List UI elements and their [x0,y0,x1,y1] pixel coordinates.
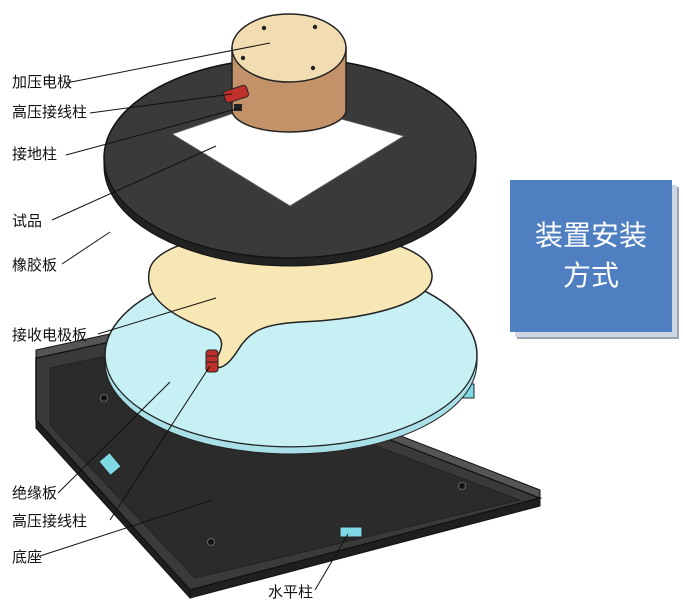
title-box: 装置安装方式 [510,180,672,332]
label-rubber-plate: 橡胶板 [12,256,58,274]
label-base: 底座 [12,548,43,566]
label-ground-post: 接地柱 [12,145,58,163]
hv-terminal-top [223,84,249,111]
label-hv-post-top: 高压接线柱 [12,103,88,121]
label-pressure-electrode: 加压电极 [12,73,73,91]
label-receiving-electrode: 接收电极板 [12,326,88,344]
title-text: 装置安装方式 [534,219,647,292]
label-insulating-plate: 绝缘板 [12,484,58,502]
label-hv-post-bottom: 高压接线柱 [12,512,88,530]
hv-terminal-bottom [205,349,219,373]
leader-lines [39,42,349,591]
pressure-electrode [223,13,347,133]
label-leveling-post: 水平柱 [268,583,314,601]
label-specimen: 试品 [12,212,43,230]
receiving-electrode-plate [147,229,433,373]
